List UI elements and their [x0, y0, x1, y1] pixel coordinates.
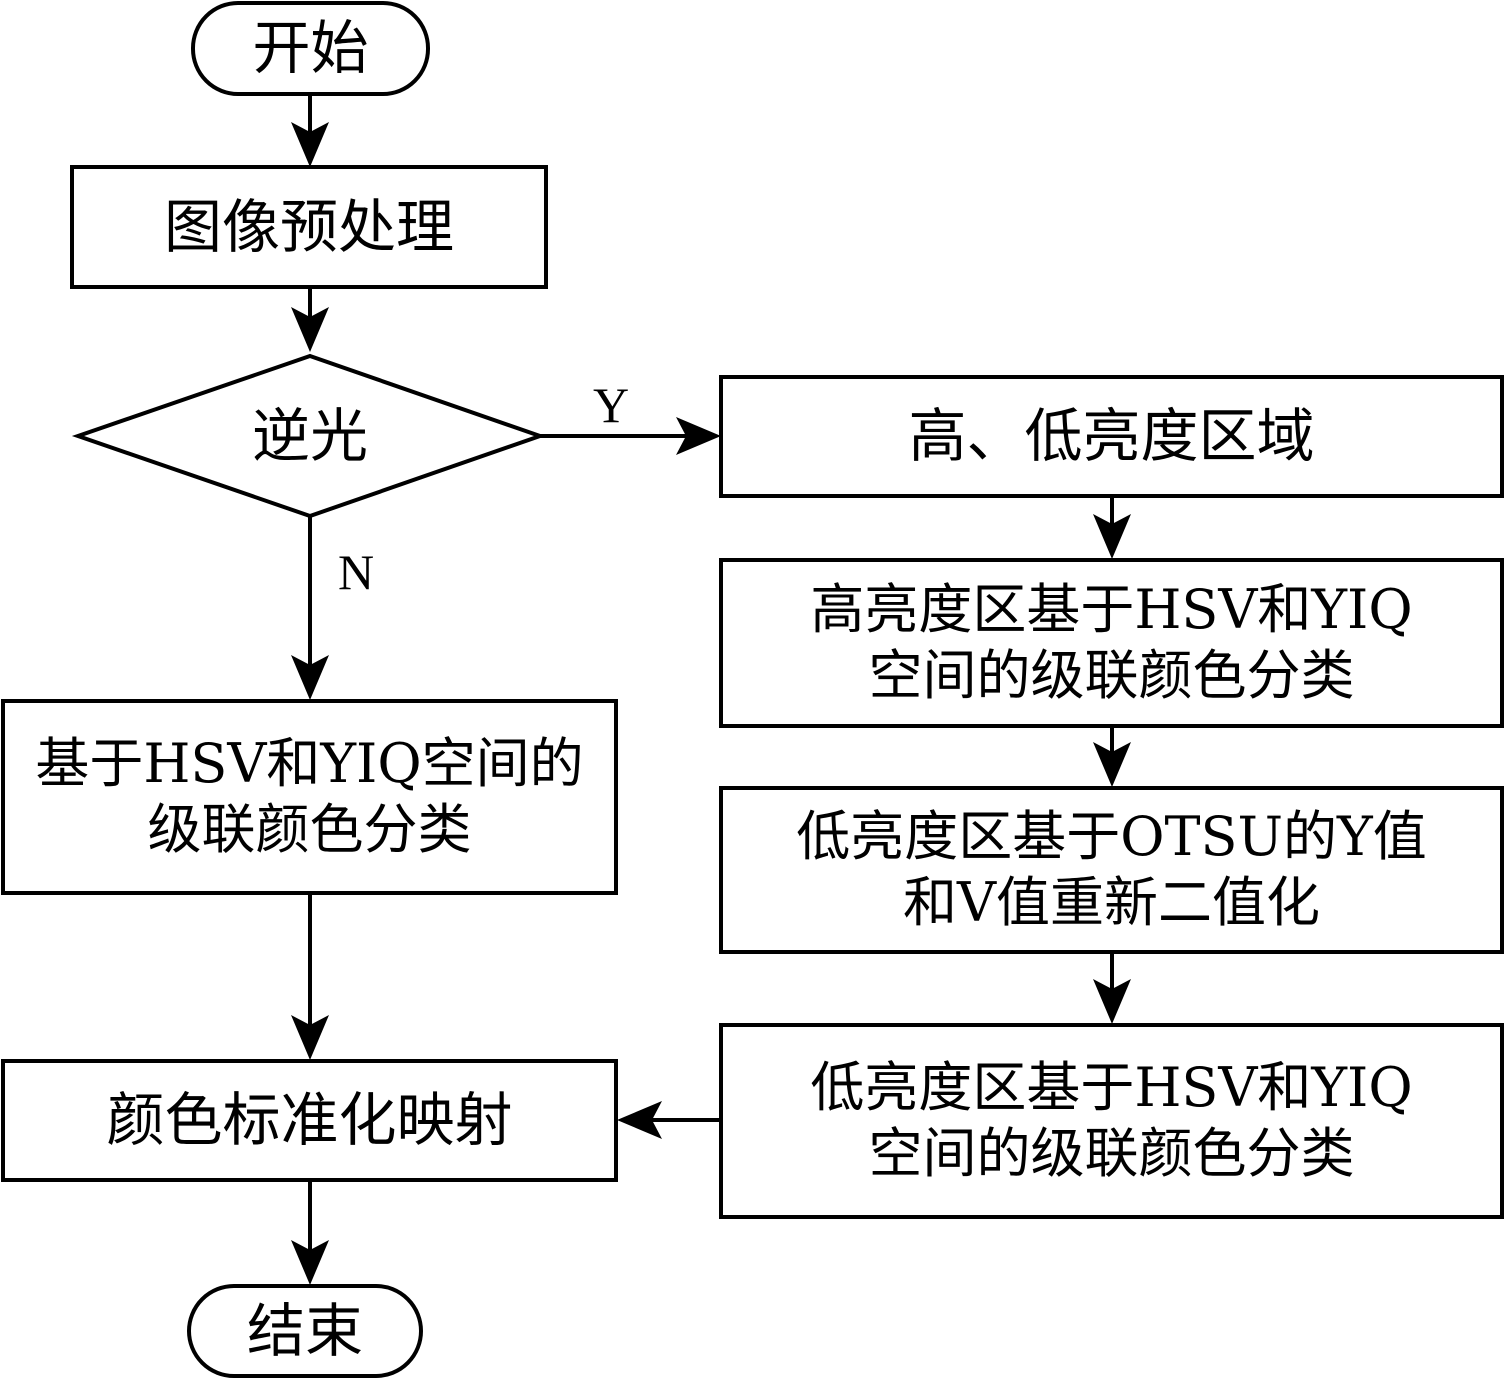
start-label: 开始 [252, 14, 369, 83]
high-classify-label: 高亮度区基于HSV和YIQ 空间的级联颜色分类 [810, 578, 1413, 707]
arrowhead-otsu-lowclassify [1093, 979, 1131, 1024]
low-classify-label: 低亮度区基于HSV和YIQ 空间的级联颜色分类 [810, 1056, 1413, 1185]
arrowhead-lowclassify-mapping [617, 1101, 662, 1139]
arrowhead-backlight-classify [291, 655, 329, 700]
end-label: 结束 [246, 1296, 363, 1365]
preprocess-box [70, 165, 548, 289]
arrowhead-start-preprocess [291, 122, 329, 167]
regions-label: 高、低亮度区域 [908, 402, 1315, 471]
yes-branch-label: Y [593, 377, 630, 433]
low-otsu-box [719, 786, 1504, 954]
no-branch-label: N [338, 544, 375, 600]
high-classify-box [719, 558, 1504, 728]
backlight-label: 逆光 [251, 401, 368, 470]
classify-box [1, 699, 618, 895]
mapping-label: 颜色标准化映射 [106, 1086, 513, 1155]
classify-label: 基于HSV和YIQ空间的 级联颜色分类 [35, 732, 584, 861]
arrowhead-preprocess-backlight [291, 307, 329, 352]
arrowhead-mapping-end [291, 1240, 329, 1285]
arrowhead-backlight-regions [676, 417, 721, 455]
arrowhead-regions-high [1093, 514, 1131, 559]
arrowhead-high-otsu [1093, 742, 1131, 787]
arrowhead-classify-mapping [291, 1015, 329, 1060]
low-classify-box [719, 1023, 1504, 1219]
low-otsu-label: 低亮度区基于OTSU的Y值 和V值重新二值化 [796, 805, 1427, 934]
mapping-box [1, 1059, 618, 1182]
preprocess-label: 图像预处理 [163, 192, 454, 261]
end-terminator [187, 1284, 423, 1378]
